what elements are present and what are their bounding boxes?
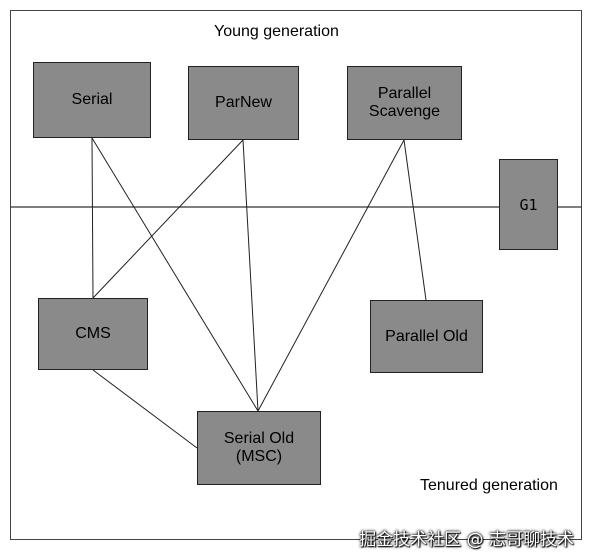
collector-parallel-scavenge: Parallel Scavenge — [347, 66, 462, 140]
collector-cms: CMS — [38, 298, 148, 370]
edge-cms-serial-old — [92, 369, 198, 449]
watermark-text: 掘金技术社区 @ 志哥聊技术 — [359, 530, 574, 550]
edge-parnew-serial-old — [242, 139, 259, 412]
edge-parnew-cms — [92, 139, 244, 299]
edge-serial-cms — [91, 137, 94, 299]
collector-serial: Serial — [33, 62, 151, 138]
collector-parallel-old: Parallel Old — [370, 300, 483, 373]
collector-g1: G1 — [499, 159, 558, 250]
collector-serial-old: Serial Old (MSC) — [197, 411, 321, 485]
edge-serial-serial-old — [91, 137, 259, 412]
tenured-generation-label: Tenured generation — [420, 477, 558, 494]
edge-parallel-scavenge-serial-old — [257, 139, 405, 412]
collector-parnew: ParNew — [188, 66, 299, 140]
young-generation-label: Young generation — [214, 23, 339, 40]
edge-parallel-scavenge-parallel-old — [403, 139, 427, 301]
